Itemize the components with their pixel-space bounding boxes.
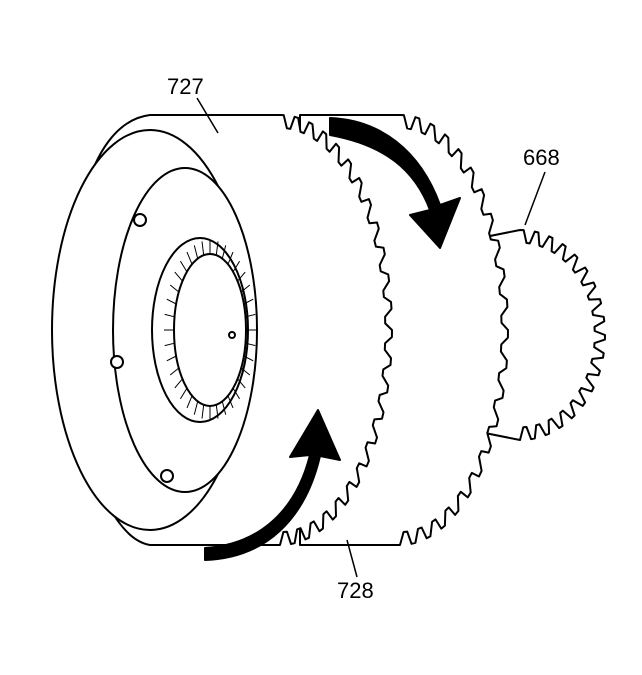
bolt-hole	[110, 355, 124, 369]
spline-tooth	[227, 251, 234, 265]
spline-tooth	[193, 401, 199, 415]
spline-tooth	[245, 313, 256, 318]
center-dot	[228, 331, 236, 339]
spline-tooth	[221, 401, 227, 415]
spline-tooth	[215, 241, 219, 256]
spline-tooth	[227, 395, 234, 409]
spline-tooth	[164, 313, 175, 318]
spline-tooth	[240, 284, 251, 293]
spline-tooth	[237, 271, 246, 282]
bolt-hole	[133, 213, 147, 227]
spline-tooth	[201, 404, 205, 419]
spline-tooth	[186, 251, 193, 265]
spline-tooth	[186, 395, 193, 409]
spline-tooth	[193, 245, 199, 259]
spline-tooth	[215, 404, 219, 419]
drum-front-face	[51, 129, 258, 531]
spline-tooth	[221, 245, 227, 259]
spline-tooth	[232, 387, 241, 400]
callout-728: 728	[337, 578, 374, 603]
callout-727: 727	[167, 74, 204, 99]
rotation-arrow-bottom	[204, 409, 341, 561]
inner-splines	[164, 240, 256, 420]
spline-tooth	[240, 367, 251, 376]
gear-668	[469, 229, 606, 441]
spline-tooth	[232, 260, 241, 273]
leader-728	[346, 539, 358, 578]
spline-tooth	[174, 378, 183, 389]
leader-727	[196, 97, 219, 134]
spline-tooth	[164, 342, 175, 347]
spline-tooth	[237, 378, 246, 389]
spline-tooth	[179, 260, 188, 273]
spline-tooth	[201, 241, 205, 256]
spline-tooth	[169, 284, 180, 293]
spline-tooth	[169, 367, 180, 376]
bolt-hole	[160, 469, 174, 483]
spline-tooth	[243, 298, 254, 305]
spline-tooth	[243, 355, 254, 362]
callout-668: 668	[523, 145, 560, 170]
rotation-arrow-top	[329, 117, 461, 249]
spline-tooth	[179, 387, 188, 400]
spline-tooth	[166, 298, 177, 305]
leader-668	[524, 171, 546, 226]
spline-tooth	[245, 342, 256, 347]
spline-tooth	[174, 271, 183, 282]
spline-tooth	[166, 355, 177, 362]
